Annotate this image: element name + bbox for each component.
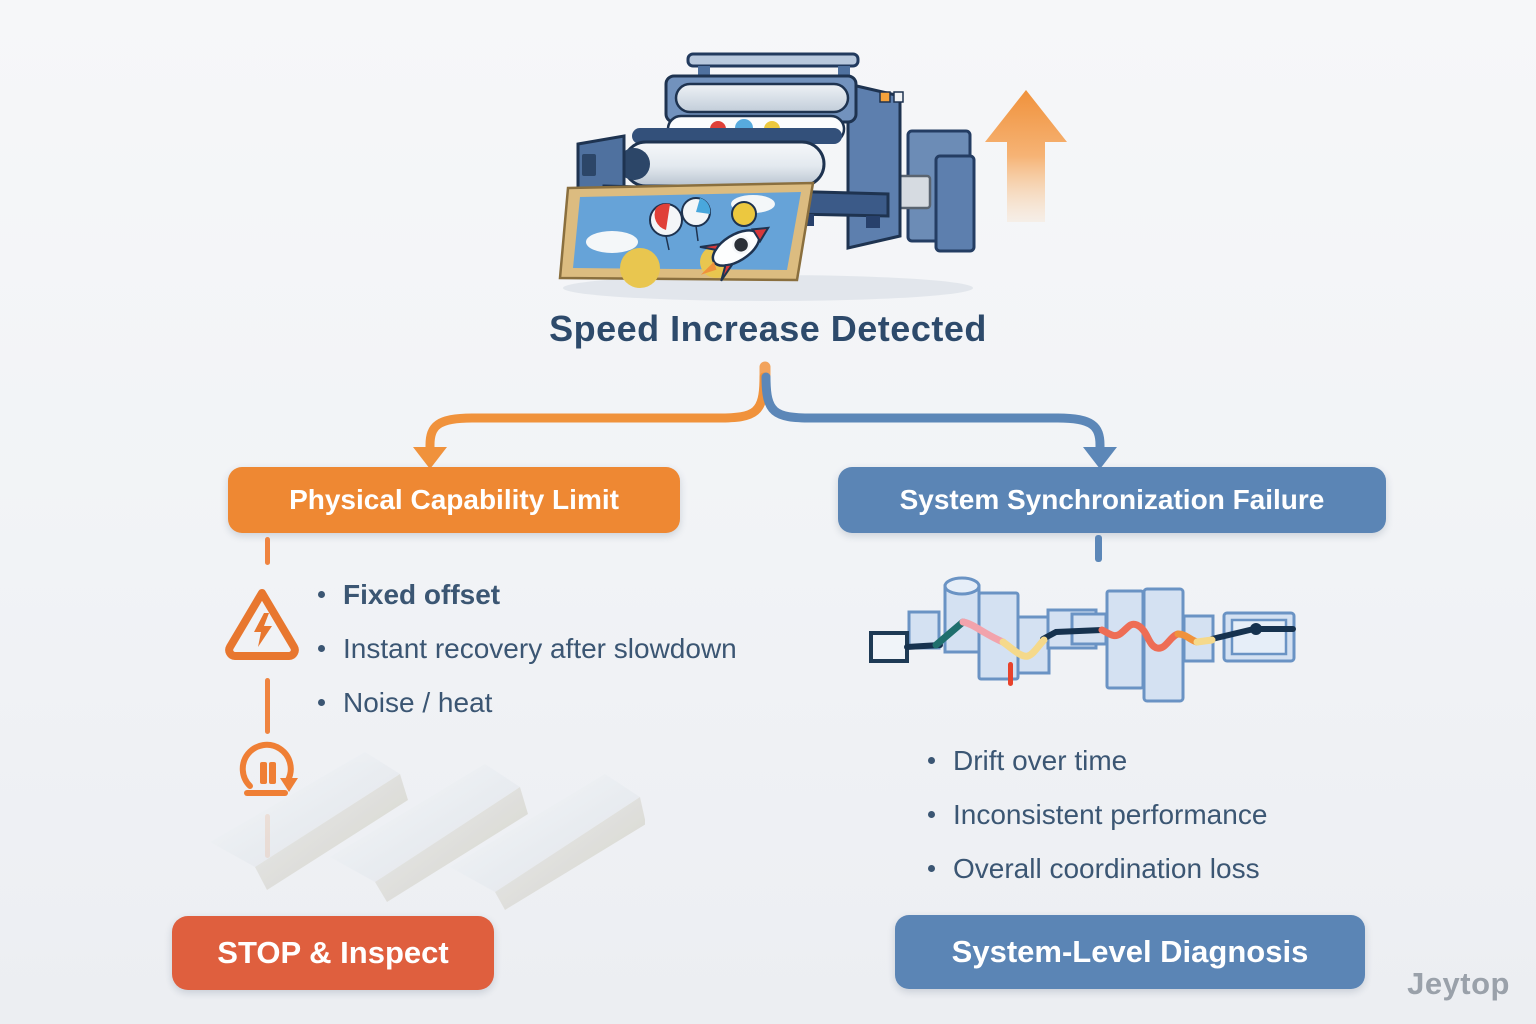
node-stop-inspect: STOP & Inspect xyxy=(172,916,494,990)
bullet-text: Instant recovery after slowdown xyxy=(343,633,737,664)
node-system-level-diagnosis: System-Level Diagnosis xyxy=(895,915,1365,989)
page-title: Speed Increase Detected xyxy=(549,308,987,349)
bullet-dot xyxy=(318,591,325,598)
list-item: Inconsistent performance xyxy=(928,798,1408,831)
bullet-dot xyxy=(928,811,935,818)
bullet-dot xyxy=(928,757,935,764)
left-bullet-list: Fixed offset Instant recovery after slow… xyxy=(318,578,798,719)
list-item: Drift over time xyxy=(928,744,1408,777)
bullet-text: Overall coordination loss xyxy=(953,853,1260,884)
node-label: STOP & Inspect xyxy=(217,935,449,970)
branch-connector xyxy=(413,361,1117,469)
list-item: Noise / heat xyxy=(318,686,798,719)
metal-blades-illustration xyxy=(210,752,645,910)
bullet-dot xyxy=(928,865,935,872)
warning-triangle-icon xyxy=(225,589,299,660)
bullet-text: Fixed offset xyxy=(343,579,501,610)
up-arrow-icon xyxy=(985,90,1067,222)
bullet-text: Inconsistent performance xyxy=(953,799,1268,830)
sync-signal-illustration xyxy=(869,576,1296,703)
list-item: Fixed offset xyxy=(318,578,798,611)
printer-illustration xyxy=(558,52,976,301)
list-item: Overall coordination loss xyxy=(928,852,1408,885)
list-item: Instant recovery after slowdown xyxy=(318,632,798,665)
right-bullet-list: Drift over time Inconsistent performance… xyxy=(928,744,1408,885)
blue-connector-stub xyxy=(1095,535,1102,562)
dashed-connector xyxy=(265,678,270,734)
node-label: System-Level Diagnosis xyxy=(951,934,1309,969)
dashed-connector xyxy=(265,537,270,565)
bullet-text: Noise / heat xyxy=(343,687,493,718)
node-label: System Synchronization Failure xyxy=(899,484,1325,515)
bullet-text: Drift over time xyxy=(953,745,1128,776)
roller-gauge-icon xyxy=(239,741,298,796)
node-label: Physical Capability Limit xyxy=(289,484,619,515)
node-physical-capability-limit: Physical Capability Limit xyxy=(228,467,680,533)
bullet-dot xyxy=(318,699,325,706)
bullet-dot xyxy=(318,645,325,652)
node-system-sync-failure: System Synchronization Failure xyxy=(838,467,1386,533)
brand-watermark: Jeytop xyxy=(1407,966,1510,1001)
